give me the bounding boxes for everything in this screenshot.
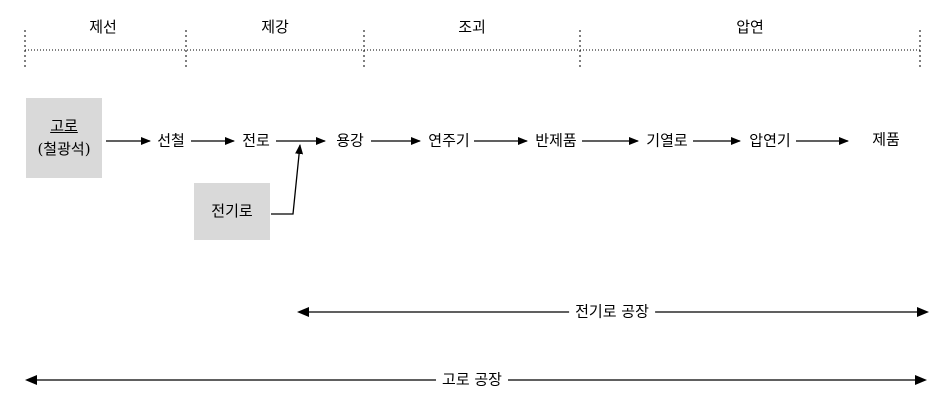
stage-label-ironmaking: 제선 <box>89 18 117 36</box>
stage-label-casting: 조괴 <box>458 18 486 36</box>
node-reheating-furnace: 기열로 <box>646 131 688 150</box>
span-label-bf-plant: 고로 공장 <box>436 372 508 388</box>
node-semi-product: 반제품 <box>535 131 577 150</box>
node-rolling-mill: 압연기 <box>749 131 791 150</box>
blast-furnace-box: 고로 (철광석) <box>26 98 102 178</box>
blast-furnace-label: 고로 <box>50 116 78 135</box>
electric-furnace-label: 전기로 <box>211 201 253 220</box>
node-pig-iron: 선철 <box>157 131 185 150</box>
electric-furnace-box: 전기로 <box>194 183 270 240</box>
node-molten-steel: 용강 <box>336 131 364 150</box>
iron-ore-label: (철광석) <box>37 140 91 158</box>
node-converter: 전로 <box>242 131 270 150</box>
node-product: 제품 <box>872 130 900 149</box>
stage-label-rolling: 압연 <box>736 18 764 36</box>
flow-arrow-eaf-to-line <box>271 144 304 215</box>
node-continuous-caster: 연주기 <box>428 131 470 150</box>
span-label-eaf-plant: 전기로 공장 <box>569 304 655 320</box>
stage-label-steelmaking: 제강 <box>261 18 289 36</box>
